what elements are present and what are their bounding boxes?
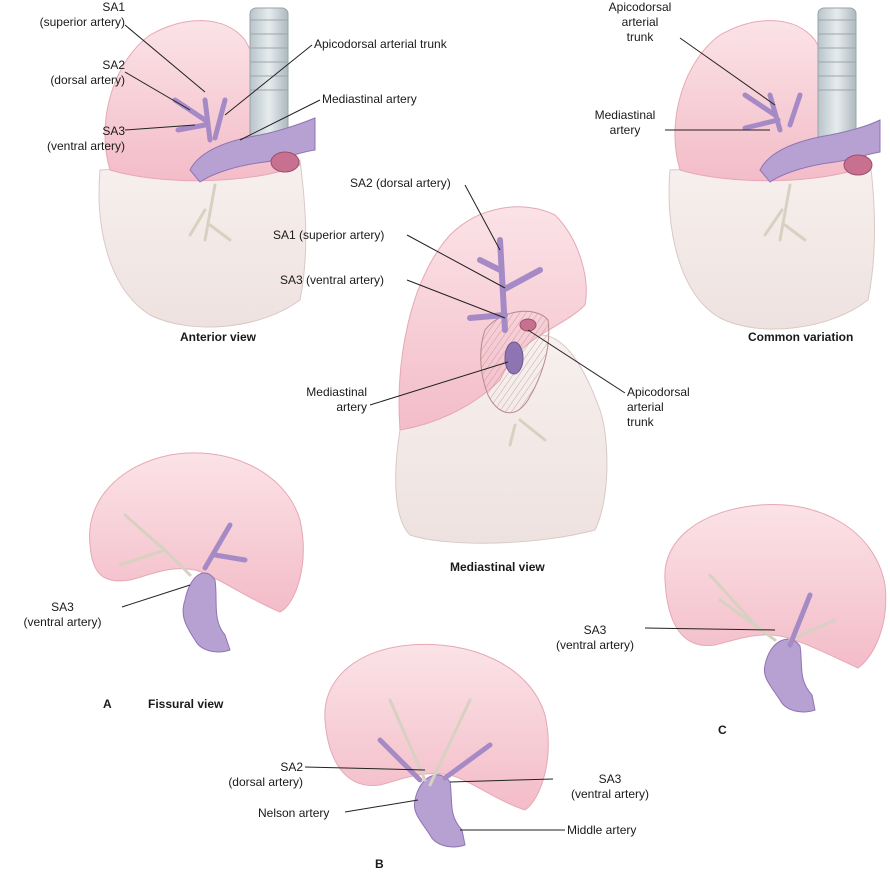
anterior-trachea bbox=[249, 7, 289, 149]
anterior-pulmonary-trunk bbox=[189, 117, 316, 183]
anterior-mediastinal-label: Mediastinal artery bbox=[322, 92, 417, 106]
fissural-a-lung bbox=[89, 452, 304, 653]
variation-pulmonary-trunk bbox=[759, 119, 881, 183]
fissural-a-lobe bbox=[89, 452, 304, 613]
fissural-b-artery bbox=[413, 774, 466, 848]
fissural-b-sa3-label: SA3(ventral artery) bbox=[570, 772, 650, 801]
mediastinal-sa2-label: SA2 (dorsal artery) bbox=[350, 176, 451, 190]
variation-lung bbox=[668, 7, 881, 330]
fissural-c-lung bbox=[664, 503, 887, 713]
fissural-c-lobe bbox=[664, 503, 887, 669]
fissural-b-lung bbox=[324, 643, 549, 848]
fissural-a-sa3-label: SA3(ventral artery) bbox=[23, 600, 102, 629]
anterior-artery-stump bbox=[270, 151, 300, 173]
fissural-b-middle-label: Middle artery bbox=[567, 823, 637, 837]
mediastinal-sa1-label: SA1 (superior artery) bbox=[273, 228, 385, 242]
anterior-caption: Anterior view bbox=[180, 330, 257, 344]
variation-caption: Common variation bbox=[748, 330, 854, 344]
mediastinal-lung bbox=[395, 206, 608, 544]
fissural-c-sa3-label: SA3(ventral artery) bbox=[555, 623, 635, 652]
fissural-b-sa2-label: SA2(dorsal artery) bbox=[228, 760, 303, 789]
mediastinal-sa3-label: SA3 (ventral artery) bbox=[280, 273, 385, 287]
anterior-trunk-label: Apicodorsal arterial trunk bbox=[314, 37, 447, 51]
fissural-a-letter: A bbox=[103, 697, 112, 711]
fissural-a-artery bbox=[182, 572, 231, 653]
fissural-b-letter: B bbox=[375, 857, 384, 871]
mediastinal-artery-opening bbox=[504, 341, 524, 375]
fissural-a-caption: Fissural view bbox=[148, 697, 224, 711]
variation-lower-lobe bbox=[668, 159, 876, 330]
leader-lines bbox=[121, 24, 776, 831]
fissural-c-letter: C bbox=[718, 723, 727, 737]
anterior-lower-lobe bbox=[98, 159, 307, 328]
fissural-b-nelson-label: Nelson artery bbox=[258, 806, 330, 820]
mediastinal-caption: Mediastinal view bbox=[450, 560, 545, 574]
anterior-sa1-label: SA1(superior artery) bbox=[39, 0, 125, 29]
anterior-sa2-label: SA2(dorsal artery) bbox=[50, 58, 125, 87]
variation-artery-stump bbox=[843, 154, 873, 176]
mediastinal-vein-opening bbox=[519, 318, 537, 332]
variation-trachea bbox=[817, 7, 857, 149]
anterior-lung bbox=[98, 7, 316, 328]
fissural-c-artery bbox=[763, 638, 816, 713]
anterior-sa3-label: SA3(ventral artery) bbox=[46, 124, 125, 153]
